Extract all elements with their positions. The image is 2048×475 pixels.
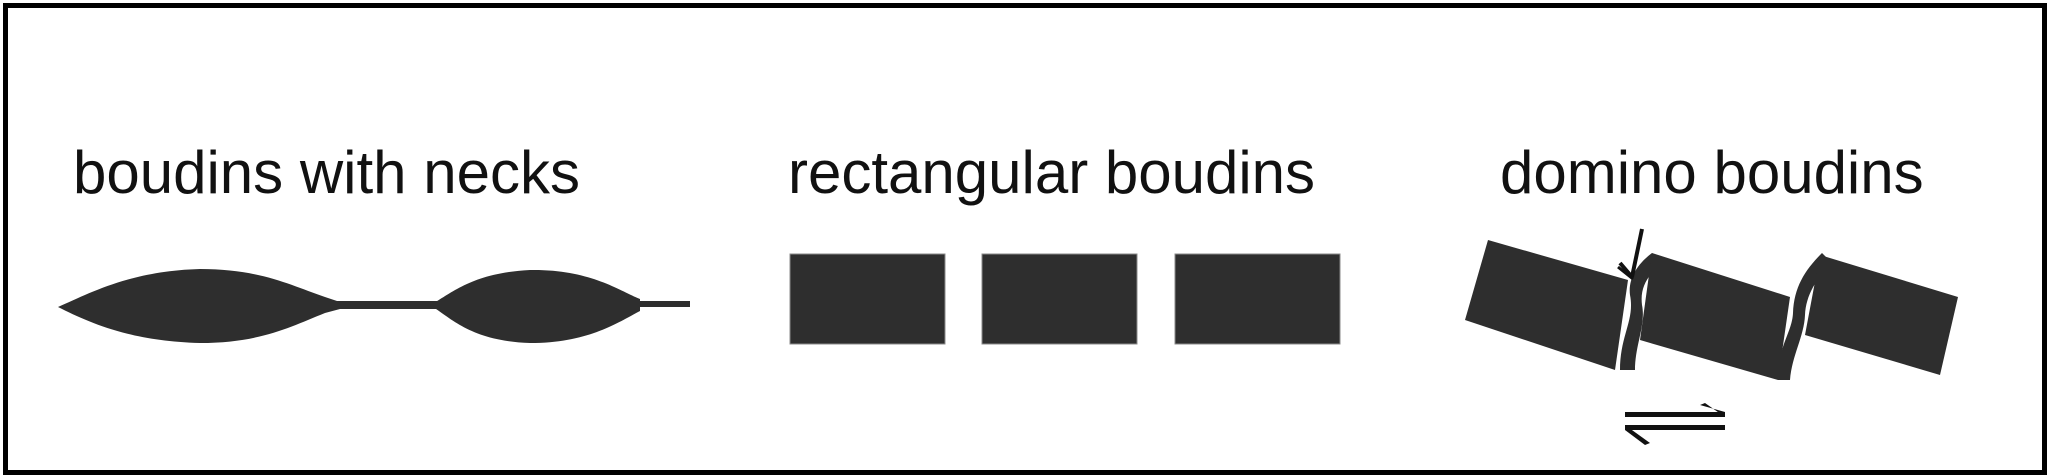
domino-fault-1 (1620, 253, 1660, 370)
diagram-frame (3, 3, 2047, 475)
boudins-with-necks-figure (58, 269, 690, 343)
shear-arrow-top-icon (1617, 228, 1644, 281)
domino-boudins-figure (1465, 228, 1958, 445)
domino-block-2 (1640, 253, 1790, 380)
panel-title-rectangular-boudins: rectangular boudins (788, 139, 1316, 206)
rectangular-boudins-figure (789, 253, 1341, 345)
shear-sense-arrows-icon (1625, 403, 1725, 445)
panel-title-domino-boudins: domino boudins (1500, 139, 1924, 206)
domino-block-3 (1805, 255, 1958, 375)
domino-fault-2 (1778, 253, 1832, 380)
boudin-block-1 (789, 253, 946, 345)
boudin-block-3 (1174, 253, 1341, 345)
panel-title-boudins-with-necks: boudins with necks (73, 139, 580, 206)
boudin-block-2 (981, 253, 1138, 345)
domino-block-1 (1465, 240, 1628, 370)
boudin-lens-left (58, 269, 340, 343)
boudin-neck (330, 301, 445, 309)
boudin-lens-right (430, 269, 640, 343)
boudin-tail (635, 301, 690, 307)
